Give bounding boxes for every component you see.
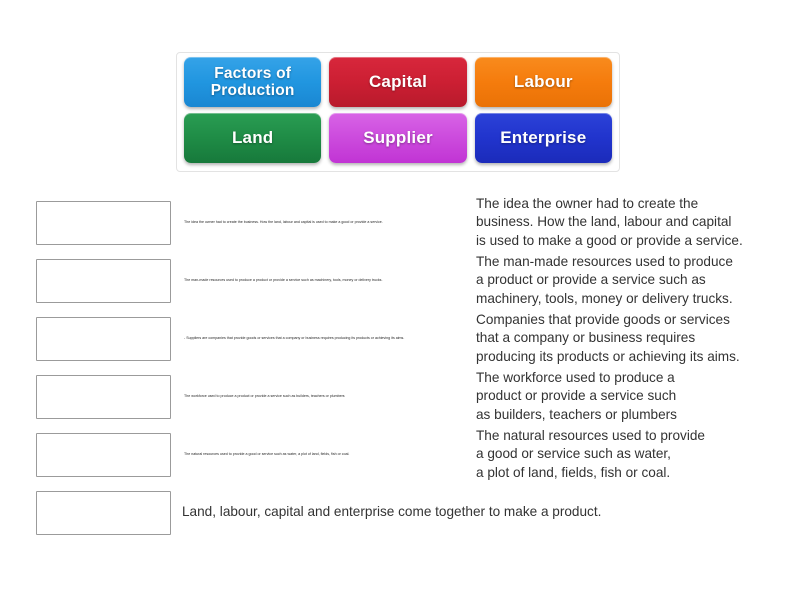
tile-enterprise[interactable]: Enterprise — [474, 113, 612, 163]
drop-target-box[interactable] — [36, 491, 171, 535]
definition-line: product or provide a service such — [476, 388, 677, 404]
definition-line: business. How the land, labour and capit… — [476, 214, 732, 230]
answer-rows-list: The idea the owner had to create the bus… — [0, 194, 800, 542]
definition-text: The man-made resources used to produce a … — [476, 252, 792, 309]
definition-line: a good or service such as water, — [476, 446, 671, 462]
answer-row: The workforce used to produce a product … — [0, 368, 800, 425]
definition-mini-text: - Suppliers are companies that provide g… — [184, 336, 405, 340]
tile-capital[interactable]: Capital — [329, 57, 467, 107]
definition-mini-text: The workforce used to produce a product … — [184, 394, 345, 398]
tile-land[interactable]: Land — [184, 113, 322, 163]
drop-target-box[interactable] — [36, 433, 171, 477]
answer-row: The man-made resources used to produce a… — [0, 252, 800, 309]
tile-labour[interactable]: Labour — [474, 57, 612, 107]
answer-row: Land, labour, capital and enterprise com… — [0, 484, 800, 541]
definition-line: The idea the owner had to create the — [476, 196, 699, 212]
definition-line: producing its products or achieving its … — [476, 348, 740, 364]
definition-line: that a company or business requires — [476, 330, 696, 346]
definition-mini-text: The man-made resources used to produce a… — [184, 278, 383, 282]
definition-line: is used to make a good or provide a serv… — [476, 232, 743, 248]
definition-mini-text: The natural resources used to provide a … — [184, 452, 350, 456]
definition-text: The workforce used to produce a product o… — [476, 368, 792, 425]
definition-line: machinery, tools, money or delivery truc… — [476, 290, 733, 306]
definition-line: a product or provide a service such as — [476, 272, 706, 288]
definition-line: The natural resources used to provide — [476, 428, 705, 444]
tile-factors-of-production[interactable]: Factors of Production — [184, 57, 322, 107]
answer-row: The natural resources used to provide a … — [0, 426, 800, 483]
answer-row: - Suppliers are companies that provide g… — [0, 310, 800, 367]
drop-target-box[interactable] — [36, 259, 171, 303]
definition-text: The natural resources used to provide a g… — [476, 426, 792, 483]
drop-target-box[interactable] — [36, 201, 171, 245]
definition-line: The workforce used to produce a — [476, 370, 675, 386]
drop-target-box[interactable] — [36, 317, 171, 361]
definition-text: Land, labour, capital and enterprise com… — [182, 484, 792, 541]
definition-text: Companies that provide goods or services… — [476, 310, 792, 367]
tile-supplier[interactable]: Supplier — [329, 113, 467, 163]
definition-line: The man-made resources used to produce — [476, 254, 733, 270]
definition-text: The idea the owner had to create the busi… — [476, 194, 792, 251]
definition-line: a plot of land, fields, fish or coal. — [476, 464, 671, 480]
definition-line: as builders, teachers or plumbers — [476, 406, 677, 422]
definition-line: Companies that provide goods or services — [476, 312, 730, 328]
answer-row: The idea the owner had to create the bus… — [0, 194, 800, 251]
definition-line: Land, labour, capital and enterprise com… — [182, 504, 602, 520]
drop-target-box[interactable] — [36, 375, 171, 419]
definition-mini-text: The idea the owner had to create the bus… — [184, 220, 383, 224]
